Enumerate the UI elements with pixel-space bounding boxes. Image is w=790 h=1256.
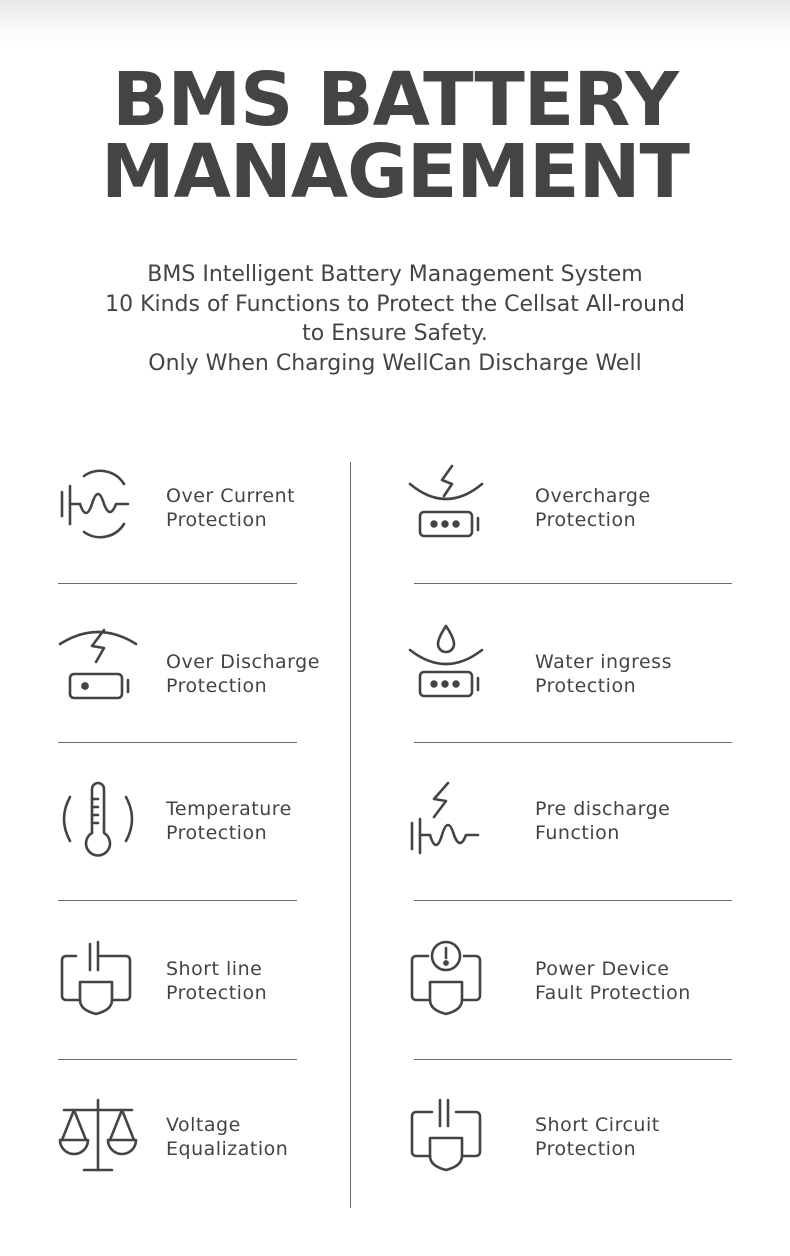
feature-label-line-2: Function: [535, 822, 620, 844]
feature-label-line-2: Fault Protection: [535, 982, 691, 1004]
battery-water-drop-icon: [404, 622, 488, 706]
page-title-line-1: BMS BATTERY: [112, 57, 679, 143]
power-shield-icon: [54, 938, 138, 1022]
feature-label-line-2: Equalization: [166, 1138, 289, 1160]
row-divider: [414, 742, 732, 743]
feature-label-line-1: Over Current: [166, 485, 296, 507]
alert-shield-icon: [404, 938, 488, 1022]
balance-scale-icon: [56, 1096, 140, 1180]
feature-label-line-1: Temperature: [166, 798, 292, 820]
feature-label-line-2: Protection: [166, 982, 268, 1004]
feature-label-line-2: Protection: [166, 509, 268, 531]
center-divider: [350, 462, 351, 1208]
battery-low-lightning-icon: [56, 622, 140, 706]
feature-label-line-1: Voltage: [166, 1114, 241, 1136]
row-divider: [58, 742, 297, 743]
page-title-line-2: MANAGEMENT: [101, 129, 690, 215]
subtitle-line-4: Only When Charging WellCan Discharge Wel…: [148, 350, 642, 376]
top-fade-banner: [0, 0, 790, 46]
lightning-wave-icon: [404, 779, 488, 863]
row-divider: [414, 900, 732, 901]
subtitle-line-1: BMS Intelligent Battery Management Syste…: [147, 262, 643, 287]
feature-label-line-1: Over Discharge: [166, 651, 320, 673]
row-divider: [414, 1059, 732, 1060]
feature-label-line-1: Short line: [166, 958, 263, 980]
feature-label-line-2: Protection: [535, 1138, 637, 1160]
row-divider: [414, 583, 732, 584]
feature-label-line-1: Water ingress: [535, 651, 672, 673]
feature-label-line-1: Pre discharge: [535, 798, 671, 820]
feature-label-line-1: Overcharge: [535, 485, 651, 507]
feature-label-line-2: Protection: [535, 509, 637, 531]
battery-lightning-icon: [404, 462, 488, 546]
current-wave-icon: [54, 462, 138, 546]
row-divider: [58, 1059, 297, 1060]
feature-label-line-2: Protection: [166, 822, 268, 844]
thermometer-icon: [56, 779, 140, 863]
subtitle-line-3: to Ensure Safety.: [302, 321, 488, 346]
feature-label-line-1: Power Device: [535, 958, 670, 980]
row-divider: [58, 900, 297, 901]
subtitle-line-2: 10 Kinds of Functions to Protect the Cel…: [105, 291, 685, 317]
page-subtitle: BMS Intelligent Battery Management Syste…: [0, 260, 790, 378]
feature-label-line-1: Short Circuit: [535, 1114, 660, 1136]
row-divider: [58, 583, 297, 584]
feature-label-line-2: Protection: [535, 675, 637, 697]
circuit-shield-icon: [404, 1096, 488, 1180]
feature-label-line-2: Protection: [166, 675, 268, 697]
